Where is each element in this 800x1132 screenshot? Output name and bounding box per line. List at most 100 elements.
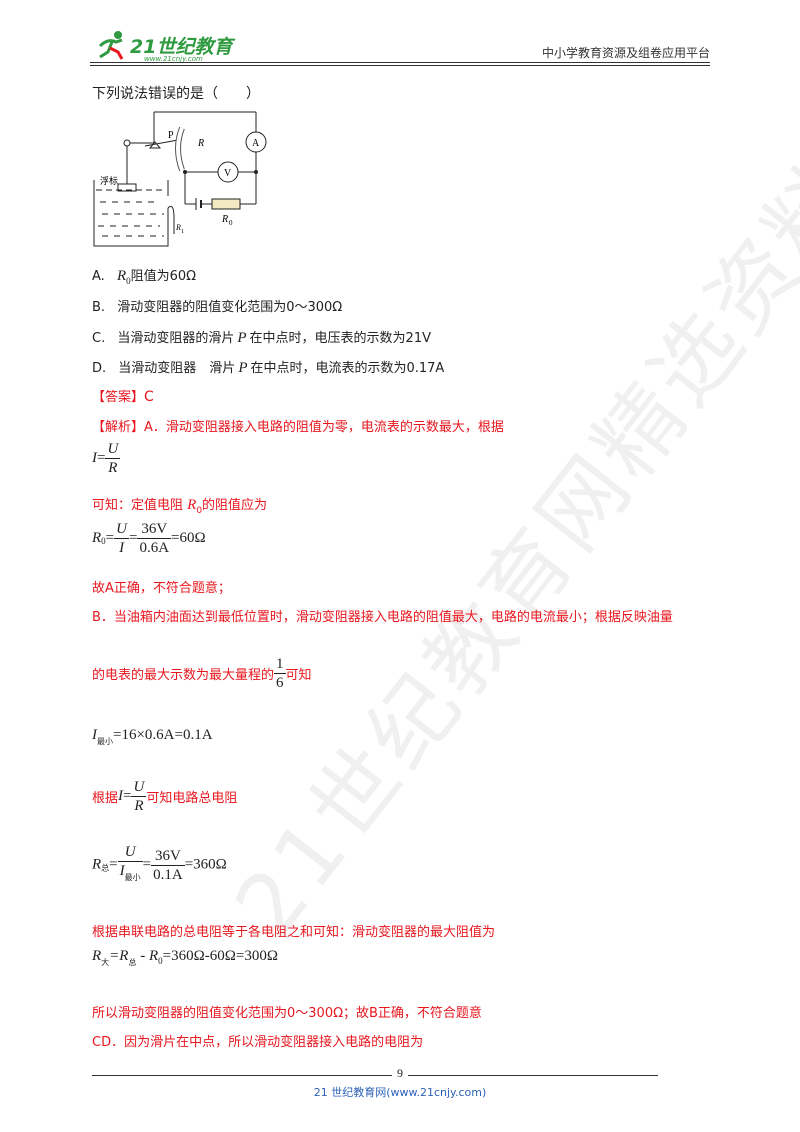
f5-c: - R <box>136 948 159 964</box>
answer-value: C <box>144 389 154 405</box>
label-r0: R <box>221 214 228 225</box>
f4-eq2: = <box>142 856 152 873</box>
option-c-text: 当滑动变阻器的滑片 <box>117 331 235 346</box>
option-a-r: R <box>116 268 127 284</box>
analysis-line2: 可知：定值电阻 R0的阻值应为 <box>92 494 267 516</box>
logo-url: www.21cnjy.com <box>144 55 203 63</box>
analysis-line4: B．当油箱内油面达到最低位置时，滑动变阻器接入电路的阻值最大，电路的电流最小；根… <box>92 610 673 625</box>
option-b-text: 滑动变阻器的阻值变化范围为0～300Ω <box>117 300 343 315</box>
answer-label: 【答案】 <box>92 390 145 405</box>
f4-eq1: = <box>109 856 118 873</box>
analysis-r0: R <box>187 497 197 513</box>
f2-num1: U <box>114 521 129 539</box>
f6-eq: = <box>123 788 132 804</box>
option-a: A. R0阻值为60Ω <box>92 265 196 286</box>
analysis-text-2b: 的阻值应为 <box>202 498 268 513</box>
label-r0-sub: 0 <box>229 219 233 227</box>
analysis-line3: 故A正确，不符合题意； <box>92 581 231 596</box>
fraction-one-sixth-num: 1 <box>274 656 286 674</box>
f5-b: =R <box>109 948 129 964</box>
label-r1: R <box>175 223 181 232</box>
f6-num: U <box>131 779 147 797</box>
f4-den2: 0.1A <box>153 866 183 883</box>
option-c-text2: 在中点时，电压表的示数为21V <box>249 331 431 346</box>
platform-name: 中小学教育资源及组卷应用平台 <box>541 46 710 60</box>
option-c-label: C. <box>92 331 106 346</box>
answer-line: 【答案】C <box>92 386 154 405</box>
analysis-text-1: A．滑动变阻器接入电路的阻值为零，电流表的示数最大，根据 <box>144 420 504 435</box>
option-b: B. 滑动变阻器的阻值变化范围为0～300Ω <box>92 296 342 315</box>
page-number: 9 <box>392 1066 408 1081</box>
f5-a-sub: 大 <box>101 958 110 967</box>
watermark: 21世纪教育网精选资料 <box>216 144 800 955</box>
f4-result: =360Ω <box>184 856 227 873</box>
option-d-label: D. <box>92 361 107 376</box>
label-a: A <box>252 138 260 149</box>
analysis-text-6a: 根据 <box>92 791 119 806</box>
f2-eq1: = <box>105 530 115 546</box>
f1-num: U <box>105 441 121 459</box>
analysis-r0-sub: 0 <box>196 506 203 516</box>
f1-den: R <box>108 460 118 476</box>
f2-den2: 0.6A <box>139 540 170 556</box>
logo-text: 21世纪教育 <box>130 36 233 58</box>
f5-a: R <box>92 948 102 964</box>
question-stem: 下列说法错误的是（ ） <box>92 86 260 102</box>
label-v: V <box>224 168 232 179</box>
f4-den1-sub: 最小 <box>124 873 141 882</box>
label-r: R <box>197 138 204 149</box>
analysis-text-6b: 可知电路总电阻 <box>146 791 238 806</box>
label-float: 浮标 <box>100 175 118 187</box>
analysis-line8: 所以滑动变阻器的阻值变化范围为0～300Ω；故B正确，不符合题意 <box>92 1006 482 1021</box>
f4-num2: 36V <box>151 847 185 866</box>
option-a-label: A. <box>92 269 105 284</box>
f1-eq: = <box>97 450 106 466</box>
analysis-text-5b: 可知 <box>285 668 312 683</box>
f1-lhs: I <box>92 450 97 466</box>
f6-lhs: I <box>118 788 124 804</box>
f2-result: =60Ω <box>171 530 206 546</box>
f5-d: =360Ω-60Ω=300Ω <box>162 948 278 964</box>
fraction-one-sixth-den: 6 <box>276 675 284 691</box>
footer-rule <box>92 1075 658 1076</box>
logo: 21世纪教育 www.21cnjy.com <box>90 28 250 64</box>
f5-c-sub: 0 <box>158 956 163 966</box>
option-d-p: P <box>238 360 248 376</box>
analysis-line9: CD．因为滑片在中点，所以滑动变阻器接入电路的电阻为 <box>92 1035 424 1050</box>
option-d-text: 当滑动变阻器 滑片 <box>118 361 236 376</box>
f2-den1: I <box>119 540 125 556</box>
label-p: P <box>168 130 174 141</box>
f3-lhs: I <box>92 727 97 743</box>
option-b-label: B. <box>92 300 106 315</box>
option-d-text2: 在中点时，电流表的示数为0.17A <box>250 361 445 376</box>
f4-den1: I <box>119 863 125 879</box>
option-a-r-sub: 0 <box>126 276 131 286</box>
option-c-p: P <box>237 330 247 346</box>
f2-eq2: = <box>128 530 138 546</box>
f5-b-sub: 总 <box>128 958 137 967</box>
f2-lhs-sub: 0 <box>101 535 106 546</box>
analysis-line1: 【解析】A．滑动变阻器接入电路的阻值为零，电流表的示数最大，根据 <box>92 416 504 435</box>
f6-den: R <box>134 798 144 814</box>
f4-num1: U <box>117 843 143 862</box>
f2-lhs: R <box>92 530 102 546</box>
formula-rmax: R大=R总 - R0=360Ω-60Ω=300Ω <box>92 948 278 968</box>
analysis-text-5a: 的电表的最大示数为最大量程的 <box>92 668 275 683</box>
analysis-line7: 根据串联电路的总电阻等于各电阻之和可知：滑动变阻器的最大阻值为 <box>92 925 496 940</box>
f4-lhs-sub: 总 <box>101 863 110 873</box>
runner-logo-icon <box>98 31 124 60</box>
analysis-text-2a: 可知：定值电阻 <box>92 498 188 513</box>
label-r1-sub: 1 <box>181 229 184 235</box>
header-rule <box>90 62 710 66</box>
f2-num2: 36V <box>137 520 172 539</box>
f3-lhs-sub: 最小 <box>97 737 113 746</box>
formula-imin: I最小=16×0.6A=0.1A <box>92 727 213 747</box>
f3-rhs: =16×0.6A=0.1A <box>113 727 213 743</box>
f4-lhs: R <box>92 856 102 873</box>
circuit-figure: P R A V R 0 浮标 R 1 <box>93 111 267 247</box>
